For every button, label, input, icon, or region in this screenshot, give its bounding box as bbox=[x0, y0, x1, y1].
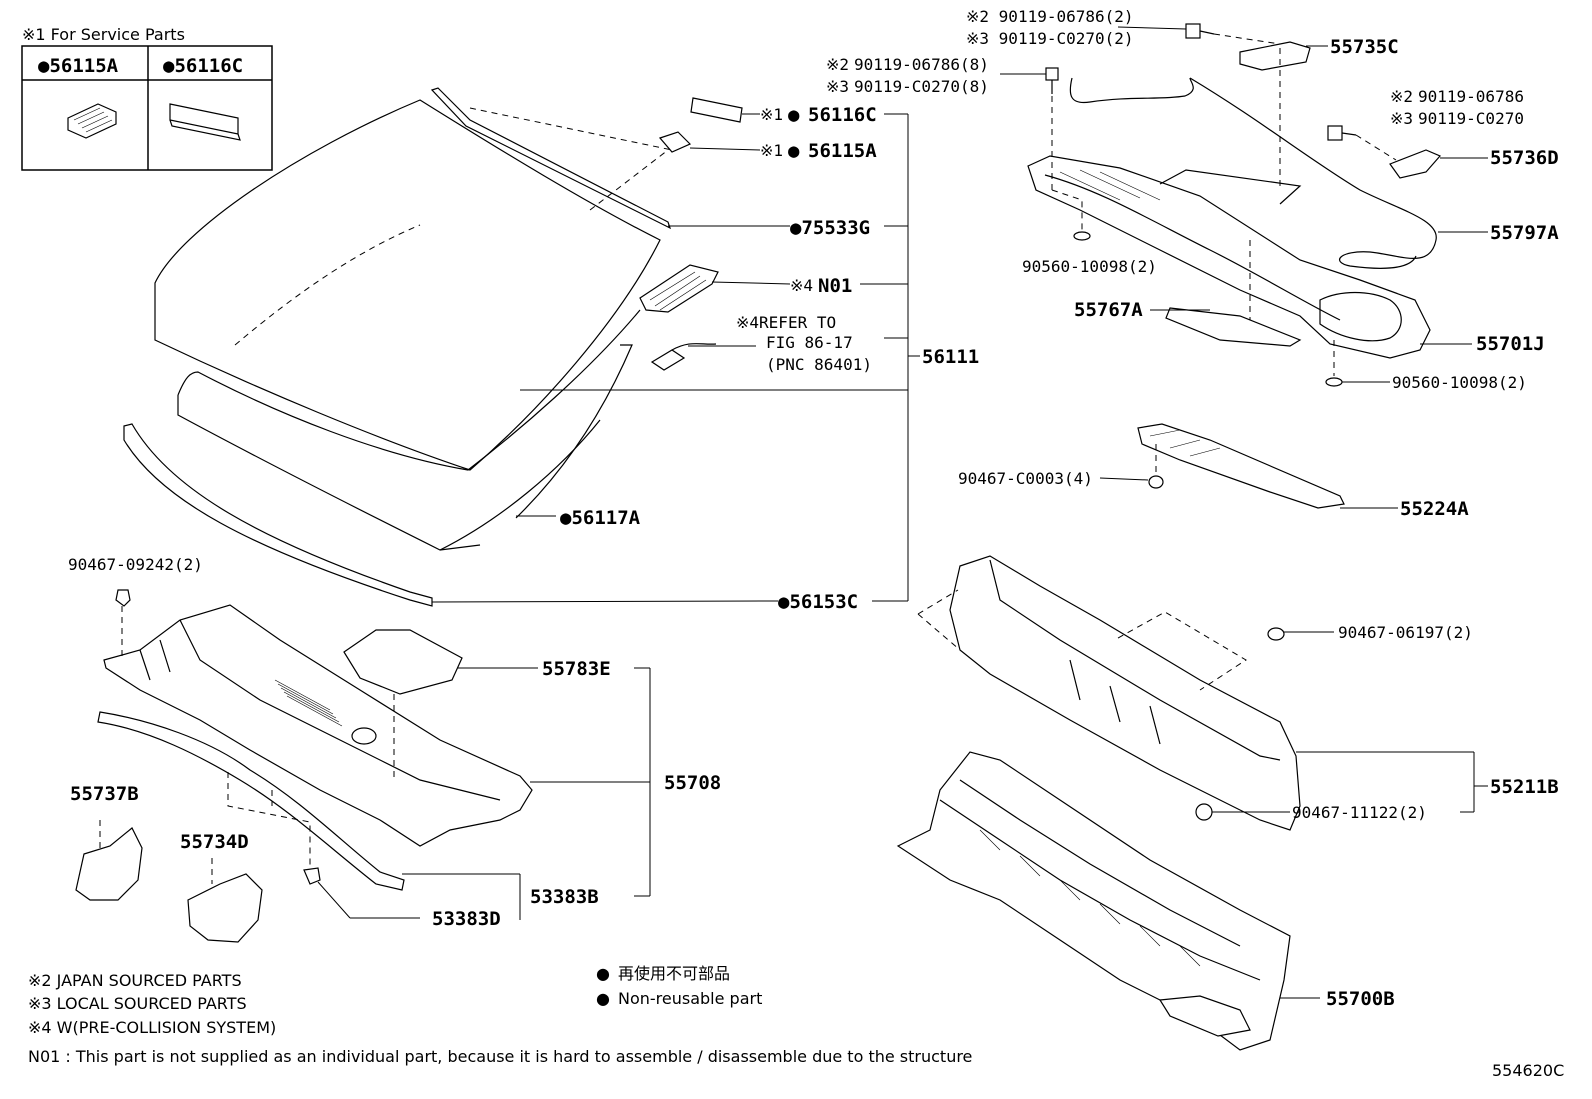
insulator-55737b bbox=[75, 827, 143, 901]
bolt-c-line-2: 90119-C0270 bbox=[1418, 109, 1524, 128]
label-55736d: 55736D bbox=[1490, 147, 1559, 169]
seal-53383b bbox=[97, 711, 405, 891]
label-75533g: ●75533G bbox=[790, 217, 870, 239]
mark-4a: ※4 bbox=[790, 276, 813, 295]
clip-56115a bbox=[658, 131, 692, 153]
dashes-lower-left bbox=[99, 606, 395, 884]
figure-id: 554620C bbox=[1492, 1061, 1564, 1080]
seal-55783e bbox=[343, 629, 463, 695]
mark-dot-b: ● bbox=[788, 140, 800, 162]
label-55767a: 55767A bbox=[1074, 299, 1143, 321]
clip-56115a-thumbnail bbox=[67, 103, 117, 139]
label-90467-c0003: 90467-C0003(4) bbox=[958, 469, 1093, 488]
note-n01: N01 : This part is not supplied as an in… bbox=[28, 1047, 972, 1066]
note-japan-sourced: ※2 JAPAN SOURCED PARTS bbox=[28, 971, 242, 990]
bolt-a-line-1: ※2 90119-06786(2) bbox=[966, 7, 1134, 26]
mat-56116c bbox=[690, 97, 743, 123]
panel-55700b bbox=[896, 751, 1320, 1051]
service-box-title: ※1 For Service Parts bbox=[22, 25, 185, 44]
panel-55224a bbox=[1099, 423, 1398, 509]
label-53383d: 53383D bbox=[432, 908, 501, 930]
label-55735c: 55735C bbox=[1330, 36, 1399, 58]
service-col2-label: ●56116C bbox=[163, 55, 243, 77]
bracket-n01 bbox=[639, 264, 719, 313]
bolts-upper-right bbox=[1045, 23, 1357, 387]
label-56115a: 56115A bbox=[808, 140, 877, 162]
leaders-lower-left bbox=[317, 667, 651, 920]
dashes-upper-right bbox=[1051, 33, 1397, 376]
clip-53383d bbox=[303, 867, 321, 885]
dam-56153c bbox=[123, 423, 433, 607]
mark-1b: ※1 bbox=[760, 141, 783, 160]
refer-line-1: ※4REFER TO bbox=[736, 313, 836, 332]
label-55701j: 55701J bbox=[1476, 333, 1545, 355]
legend-dot-en: ● bbox=[596, 989, 610, 1008]
service-col1-label: ●56115A bbox=[38, 55, 119, 77]
mark-1a: ※1 bbox=[760, 105, 783, 124]
insulator-55734d bbox=[187, 873, 263, 943]
label-56116c: 56116C bbox=[808, 104, 877, 126]
cowl-55708 bbox=[103, 604, 533, 847]
leaders-glass-group bbox=[431, 113, 920, 603]
label-55708: 55708 bbox=[664, 772, 721, 794]
bracket-55736d bbox=[1389, 149, 1441, 179]
label-55211b: 55211B bbox=[1490, 776, 1559, 798]
mark-2c: ※2 bbox=[1390, 87, 1413, 106]
windshield-glass bbox=[154, 99, 661, 551]
panel-55211b bbox=[917, 555, 1488, 831]
hose-55797a bbox=[1069, 77, 1437, 269]
label-55737b: 55737B bbox=[70, 783, 139, 805]
bolt-b-line-2: 90119-C0270(8) bbox=[854, 77, 989, 96]
label-55734d: 55734D bbox=[180, 831, 249, 853]
refer-line-3: (PNC 86401) bbox=[766, 355, 872, 374]
leaders-upper-right bbox=[1000, 26, 1488, 383]
weatherstrip-56117a bbox=[515, 344, 633, 519]
wiper-link-cowl-55701j bbox=[1027, 155, 1431, 359]
label-56117a: ●56117A bbox=[560, 507, 641, 529]
label-90467-11122: 90467-11122(2) bbox=[1292, 803, 1427, 822]
mark-3b: ※3 bbox=[826, 77, 849, 96]
label-55797a: 55797A bbox=[1490, 222, 1559, 244]
part-labels: ※1 ● 56116C ※1 ● 56115A ●75533G ※4 N01 ※… bbox=[68, 7, 1559, 1010]
service-parts-box: ※1 For Service Parts ●56115A ●56116C bbox=[21, 25, 273, 171]
note-pre-collision: ※4 W(PRE-COLLISION SYSTEM) bbox=[28, 1018, 276, 1037]
legend-en-text: Non-reusable part bbox=[618, 989, 762, 1008]
label-90467-09242: 90467-09242(2) bbox=[68, 555, 203, 574]
mark-2b: ※2 bbox=[826, 55, 849, 74]
label-53383b: 53383B bbox=[530, 886, 599, 908]
label-55224a: 55224A bbox=[1400, 498, 1469, 520]
bolt-c-line-1: 90119-06786 bbox=[1418, 87, 1524, 106]
label-55783e: 55783E bbox=[542, 658, 611, 680]
bolt-b-line-1: 90119-06786(8) bbox=[854, 55, 989, 74]
legend-dot-jp: ● bbox=[596, 964, 610, 983]
label-90467-06197: 90467-06197(2) bbox=[1338, 623, 1473, 642]
mat-56116c-thumbnail bbox=[169, 103, 241, 141]
label-90560-lower: 90560-10098(2) bbox=[1392, 373, 1527, 392]
seal-55767a bbox=[1165, 307, 1302, 347]
legend: ● 再使用不可部品 ● Non-reusable part ※2 JAPAN S… bbox=[28, 964, 1564, 1080]
bracket-55735c bbox=[1239, 41, 1311, 71]
mark-dot-a: ● bbox=[788, 104, 800, 126]
label-55700b: 55700B bbox=[1326, 988, 1395, 1010]
moulding-75533g bbox=[430, 87, 673, 230]
clip-90467-09242 bbox=[115, 589, 131, 607]
label-n01: N01 bbox=[818, 275, 852, 297]
note-local-sourced: ※3 LOCAL SOURCED PARTS bbox=[28, 994, 247, 1013]
legend-jp-text: 再使用不可部品 bbox=[618, 964, 730, 983]
label-56153c: ●56153C bbox=[778, 591, 858, 613]
label-90560-upper: 90560-10098(2) bbox=[1022, 257, 1157, 276]
sensor-part bbox=[650, 343, 717, 371]
bolt-a-line-2: ※3 90119-C0270(2) bbox=[966, 29, 1134, 48]
refer-line-2: FIG 86-17 bbox=[766, 333, 853, 352]
label-56111: 56111 bbox=[922, 346, 979, 368]
mark-3c: ※3 bbox=[1390, 109, 1413, 128]
